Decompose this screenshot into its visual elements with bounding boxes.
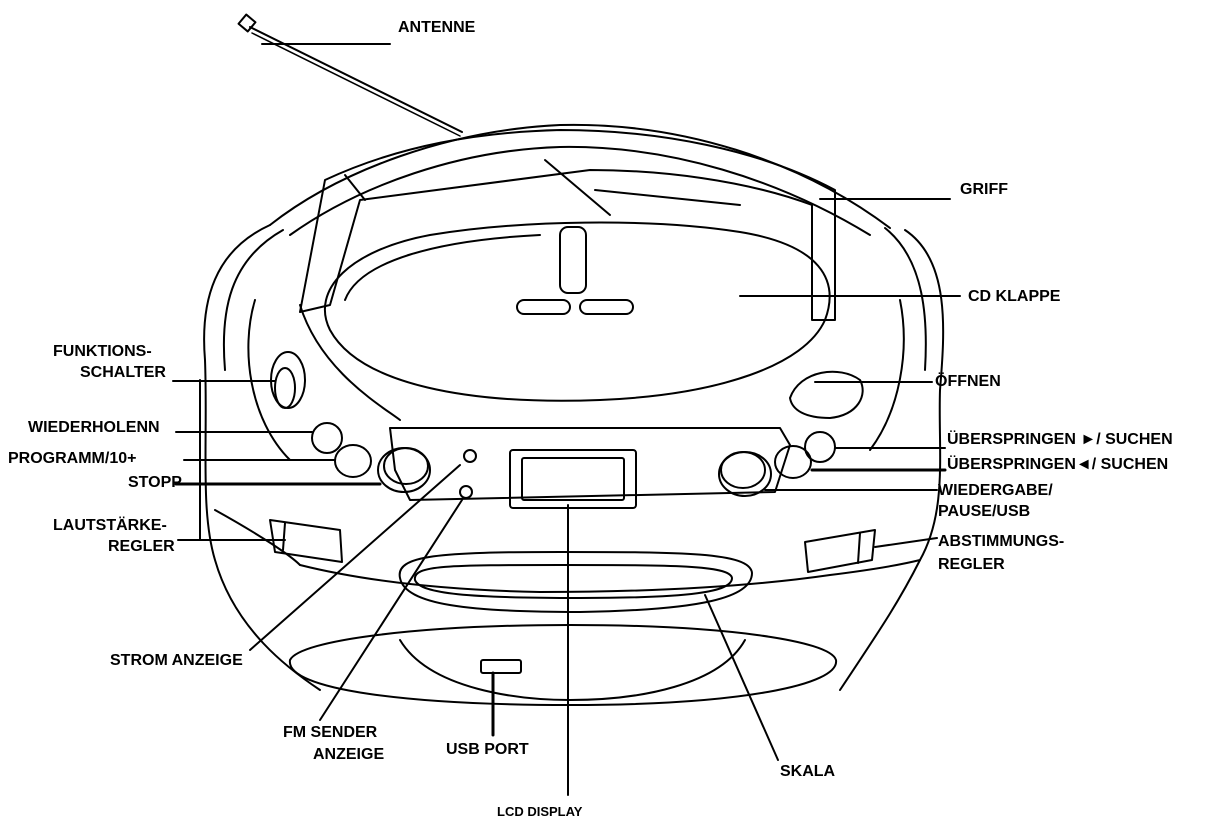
function-switch [271, 352, 305, 408]
cd-door [300, 223, 830, 420]
label-wiedergabe-line2: PAUSE/USB [938, 503, 1031, 520]
label-lcd-display: LCD DISPLAY [497, 804, 583, 819]
label-funktionsschalter-line2: SCHALTER [80, 364, 166, 381]
volume-knob [270, 520, 342, 562]
label-griff: GRIFF [960, 181, 1008, 198]
label-fm-sender-line2: ANZEIGE [313, 746, 385, 763]
label-wiedergabe-line1: WIEDERGABE/ [938, 482, 1053, 499]
label-skip-back: ÜBERSPRINGEN◄/ SUCHEN [947, 456, 1169, 473]
label-lautstaerke-line2: REGLER [108, 538, 175, 555]
base [290, 625, 836, 705]
handle [300, 130, 835, 320]
leader-lines [173, 44, 960, 795]
tuning-knob [805, 530, 875, 572]
label-abstimmung-line1: ABSTIMMUNGS- [938, 533, 1065, 550]
label-fm-sender-line1: FM SENDER [283, 724, 378, 741]
control-panel [390, 428, 790, 508]
radio-body [204, 125, 943, 690]
label-usb-port: USB PORT [446, 741, 529, 758]
label-stopp: STOPP [128, 474, 182, 491]
label-lautstaerke-line1: LAUTSTÄRKE- [53, 517, 167, 534]
label-funktionsschalter-line1: FUNKTIONS- [53, 343, 152, 360]
open-button [790, 372, 863, 418]
label-programm: PROGRAMM/10+ [8, 450, 137, 467]
label-abstimmung-line2: REGLER [938, 556, 1005, 573]
label-strom-anzeige: STROM ANZEIGE [110, 652, 243, 669]
label-wiederholen: WIEDERHOLENN [28, 419, 160, 436]
label-antenne: ANTENNE [398, 19, 476, 36]
label-cd-klappe: CD KLAPPE [968, 288, 1061, 305]
label-oeffnen: ÖFFNEN [935, 373, 1001, 390]
label-skala: SKALA [780, 763, 836, 780]
buttons [312, 423, 835, 496]
label-skip-forward: ÜBERSPRINGEN ►/ SUCHEN [947, 431, 1173, 448]
dial-scale [400, 552, 752, 612]
